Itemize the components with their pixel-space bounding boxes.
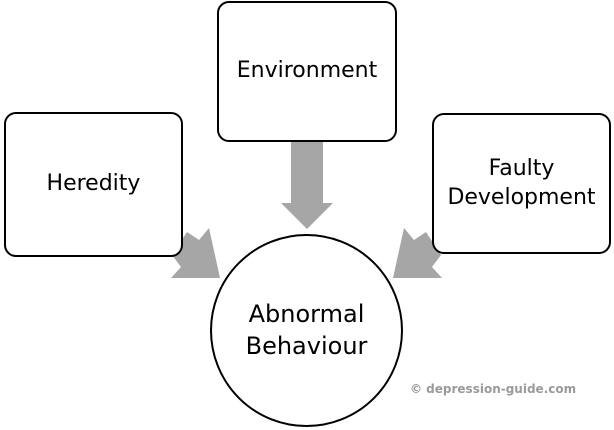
arrow-heredity-to-abnormal-behaviour — [171, 228, 220, 278]
arrow-faulty-development-to-abnormal-behaviour — [393, 228, 442, 278]
environment-box: Environment — [217, 1, 397, 142]
abnormal-behaviour-label-line2: Behaviour — [245, 331, 368, 360]
faulty-development-label-line1: Faulty — [488, 155, 555, 181]
arrow-environment-to-abnormal-behaviour — [281, 142, 333, 229]
faulty-development-label: Faulty Development — [447, 155, 595, 212]
heredity-box: Heredity — [4, 112, 183, 257]
faulty-development-label-line2: Development — [447, 184, 596, 210]
heredity-label: Heredity — [46, 171, 141, 197]
copyright-watermark: © depression-guide.com — [410, 382, 577, 396]
abnormal-behaviour-label-line1: Abnormal — [248, 300, 365, 329]
environment-label: Environment — [236, 58, 378, 84]
abnormal-behaviour-circle: Abnormal Behaviour — [210, 234, 403, 427]
faulty-development-box: Faulty Development — [432, 113, 611, 254]
